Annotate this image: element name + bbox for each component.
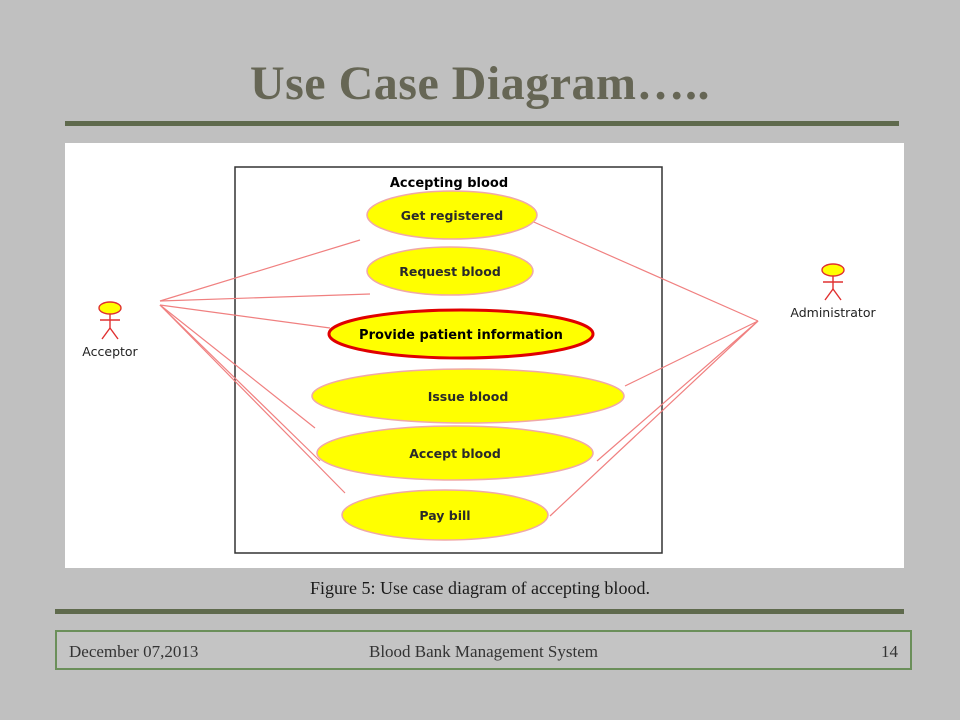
actor-label: Administrator	[790, 305, 876, 320]
assoc-admin-get-registered	[526, 218, 759, 322]
bottom-divider	[55, 609, 904, 614]
use-case-accept-blood: Accept blood	[316, 425, 594, 481]
stick-figure-icon	[821, 263, 845, 301]
assoc-admin-pay-bill	[549, 320, 759, 517]
assoc-admin-issue-blood	[624, 320, 759, 387]
use-case-pay-bill: Pay bill	[341, 489, 549, 541]
assoc-acceptor-pay-bill	[159, 304, 346, 494]
use-case-label: Pay bill	[419, 508, 470, 523]
use-case-provide-patient-information: Provide patient information	[327, 308, 595, 360]
footer-page-number: 14	[881, 642, 898, 661]
use-case-label: Issue blood	[428, 389, 509, 404]
actor-acceptor: Acceptor	[82, 301, 139, 359]
system-boundary-label: Accepting blood	[390, 176, 508, 191]
footer-date: December 07,2013	[69, 642, 199, 661]
use-case-get-registered: Get registered	[366, 190, 538, 240]
title-divider	[65, 121, 899, 126]
stick-figure-icon	[98, 301, 122, 340]
use-case-label: Get registered	[401, 208, 503, 223]
assoc-acceptor-accept-blood	[159, 304, 321, 462]
slide-title: Use Case Diagram…..	[249, 57, 711, 110]
use-case-issue-blood: Issue blood	[311, 368, 625, 424]
acceptor-associations	[159, 239, 371, 494]
figure-caption: Figure 5: Use case diagram of accepting …	[310, 578, 650, 598]
assoc-admin-accept-blood	[596, 320, 759, 462]
use-case-diagram: Accepting blood Get registered Request b…	[65, 143, 904, 568]
use-case-label: Request blood	[399, 264, 501, 279]
slide-footer: December 07,2013 Blood Bank Management S…	[55, 630, 912, 670]
assoc-acceptor-request-blood	[159, 293, 371, 302]
system-boundary	[234, 166, 663, 554]
footer-presentation-title: Blood Bank Management System	[368, 642, 598, 661]
actor-administrator: Administrator	[790, 263, 876, 320]
use-case-label: Provide patient information	[359, 328, 563, 343]
administrator-associations	[526, 218, 759, 517]
actor-label: Acceptor	[82, 344, 138, 359]
use-case-label: Accept blood	[409, 446, 501, 461]
assoc-acceptor-issue-blood	[159, 304, 316, 429]
use-case-request-blood: Request blood	[366, 246, 534, 296]
assoc-acceptor-provide-info	[159, 304, 331, 329]
assoc-acceptor-get-registered	[159, 239, 361, 302]
diagram-canvas: Accepting blood Get registered Request b…	[82, 166, 876, 554]
